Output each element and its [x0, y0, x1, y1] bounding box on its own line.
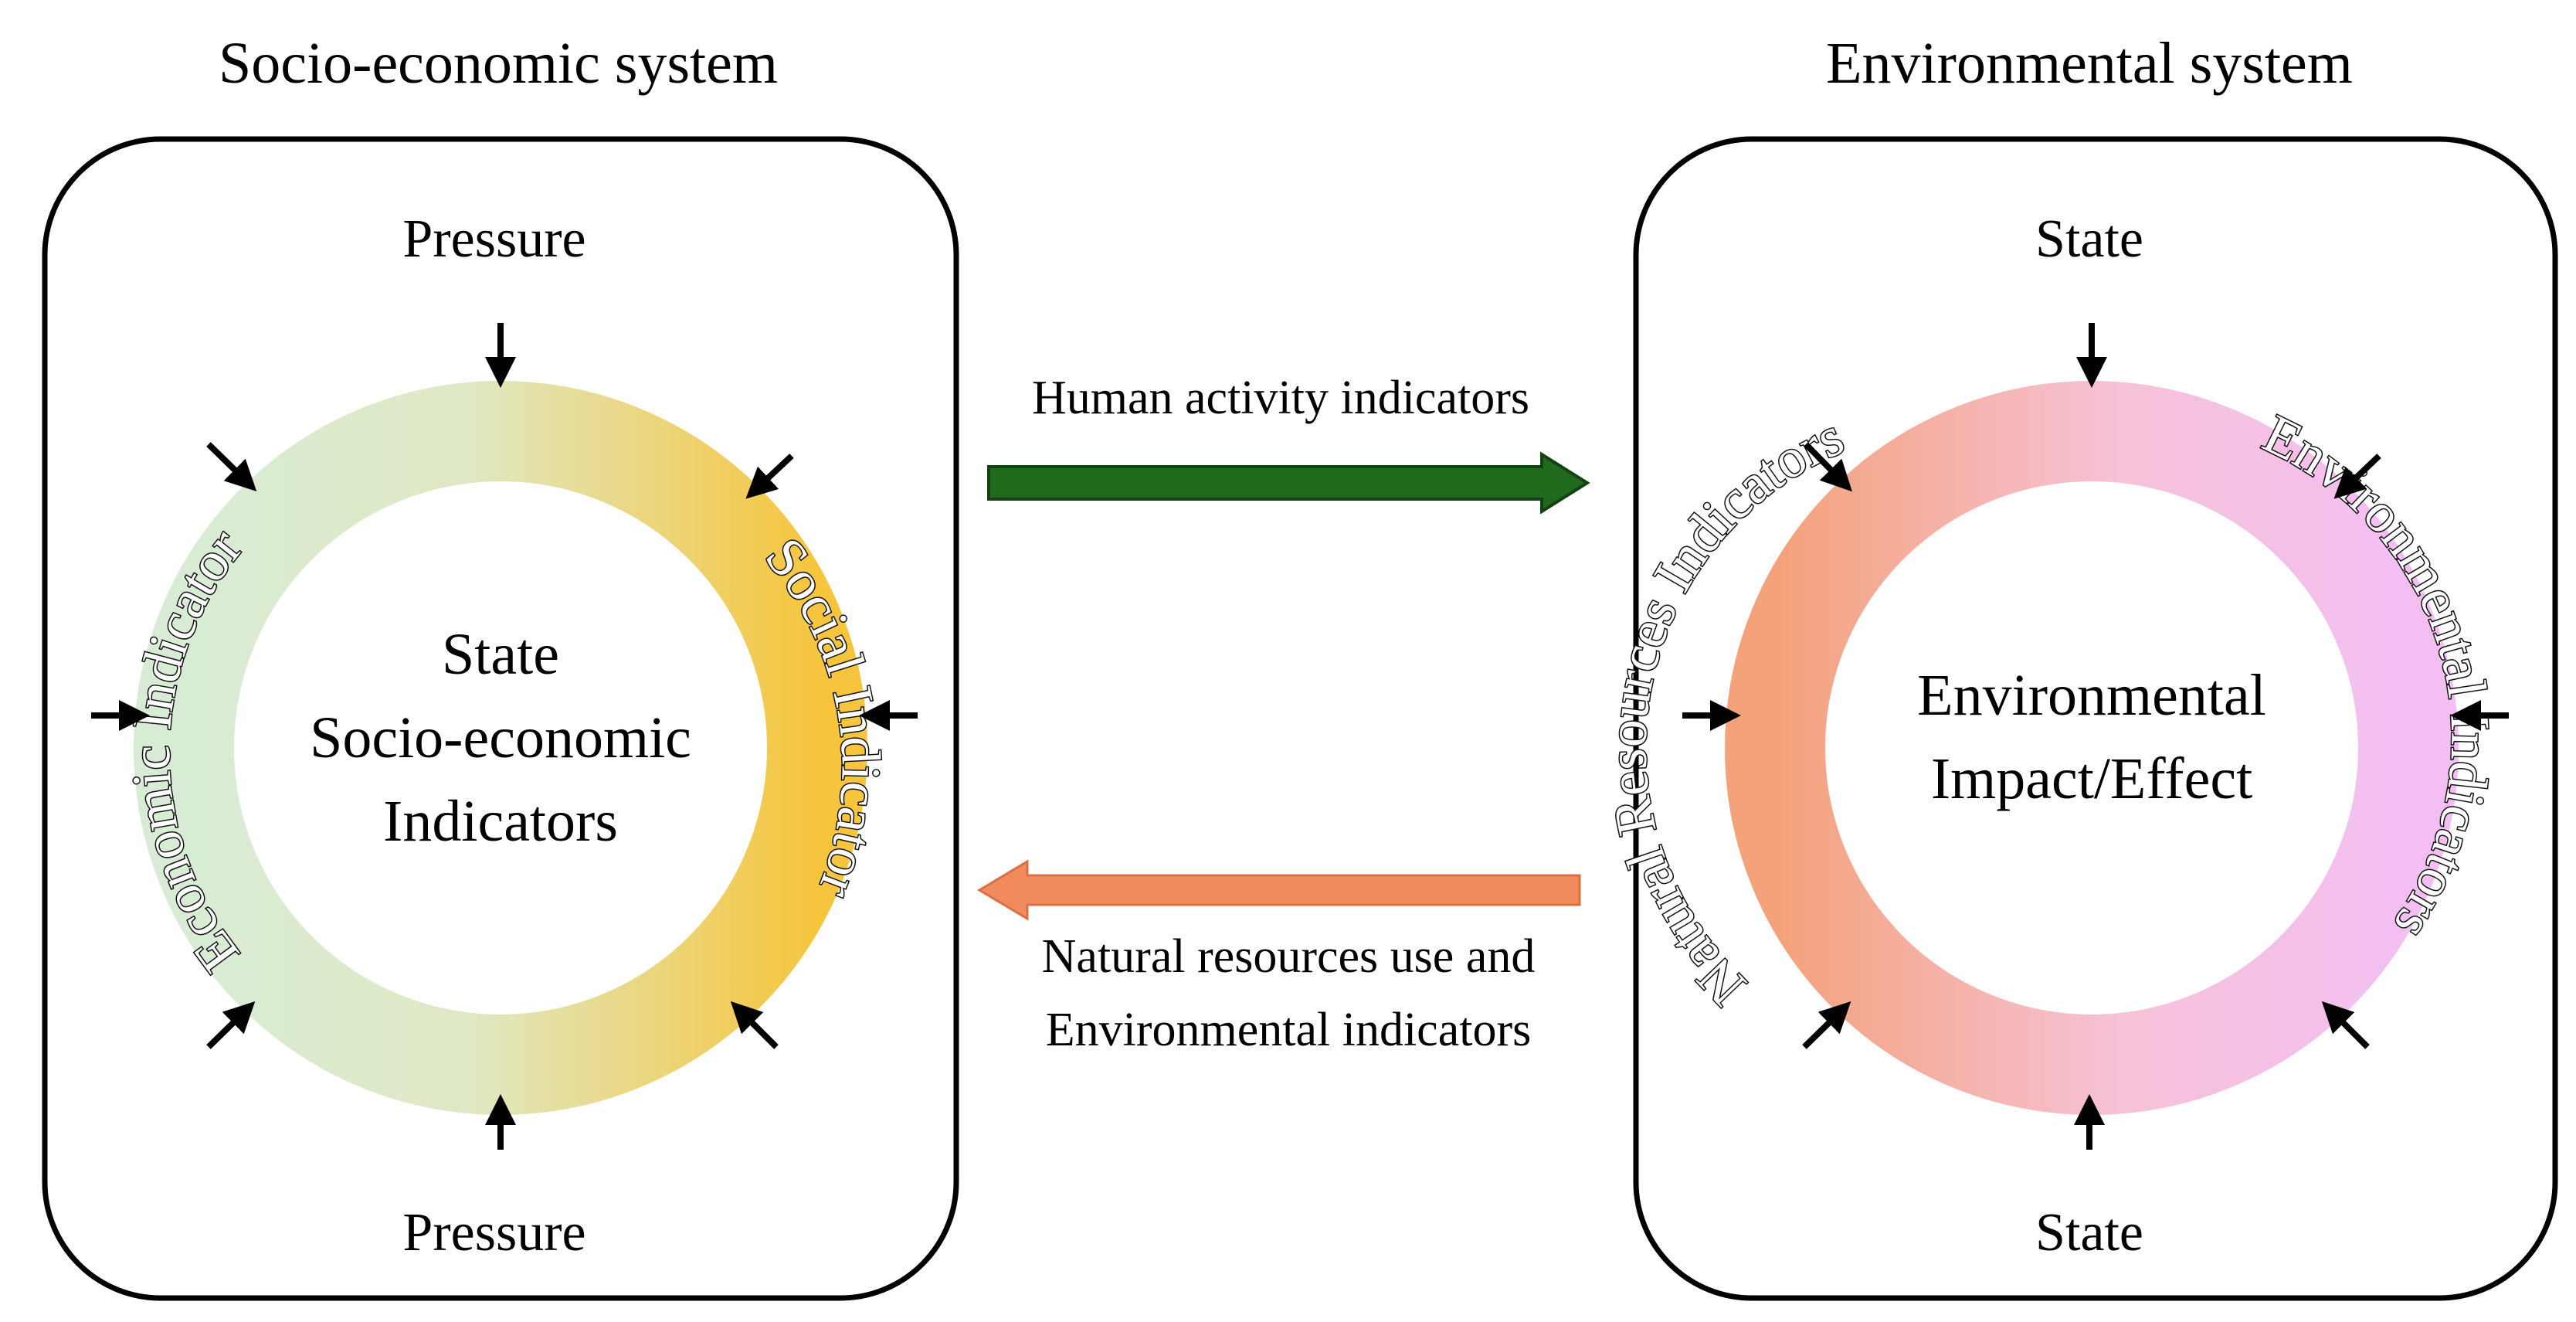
right-panel-title: Environmental system [1826, 31, 2353, 96]
right-center-line-1: Environmental [1917, 663, 2266, 728]
right-panel: Environmental system State State Natural… [1595, 31, 2558, 1301]
arrow-down-left-icon [2333, 454, 2381, 499]
arrow-up-right-icon [206, 1001, 256, 1049]
backward-flow-arrow [977, 859, 1581, 921]
arrow-up-right-icon [1802, 1001, 1851, 1049]
left-panel-title: Socio-economic system [219, 31, 778, 96]
left-top-pressure-label: Pressure [402, 209, 585, 269]
backward-flow-label-line-1: Natural resources use and [1042, 930, 1536, 983]
forward-flow-arrow [987, 451, 1590, 515]
environmental-ring [1725, 381, 2459, 1115]
left-panel-frame [42, 136, 959, 1301]
forward-flow-label: Human activity indicators [1032, 372, 1529, 424]
right-panel-frame [1633, 136, 2558, 1301]
left-panel: Socio-economic system Pressure Pressure … [42, 31, 959, 1301]
right-center-line-2: Impact/Effect [1931, 746, 2252, 811]
right-top-state-label: State [2035, 209, 2143, 269]
left-bottom-pressure-label: Pressure [402, 1203, 585, 1263]
backward-flow-label-line-2: Environmental indicators [1046, 1004, 1531, 1056]
arrow-down-right-icon [206, 442, 257, 491]
arrow-down-left-icon [745, 454, 794, 499]
left-center-line-2: Socio-economic [310, 705, 691, 770]
arrow-down-right-icon [1804, 442, 1852, 492]
flow-section: Human activity indicators Natural resour… [977, 372, 1590, 1056]
left-center-line-3: Indicators [383, 789, 618, 854]
left-pressure-arrows [91, 323, 918, 1150]
socio-economic-ring [134, 381, 867, 1115]
right-state-arrows [1682, 323, 2509, 1150]
arrow-up-left-icon [730, 1001, 779, 1049]
right-bottom-state-label: State [2035, 1203, 2143, 1263]
arrow-up-left-icon [2321, 1001, 2370, 1049]
left-center-line-1: State [442, 622, 559, 687]
